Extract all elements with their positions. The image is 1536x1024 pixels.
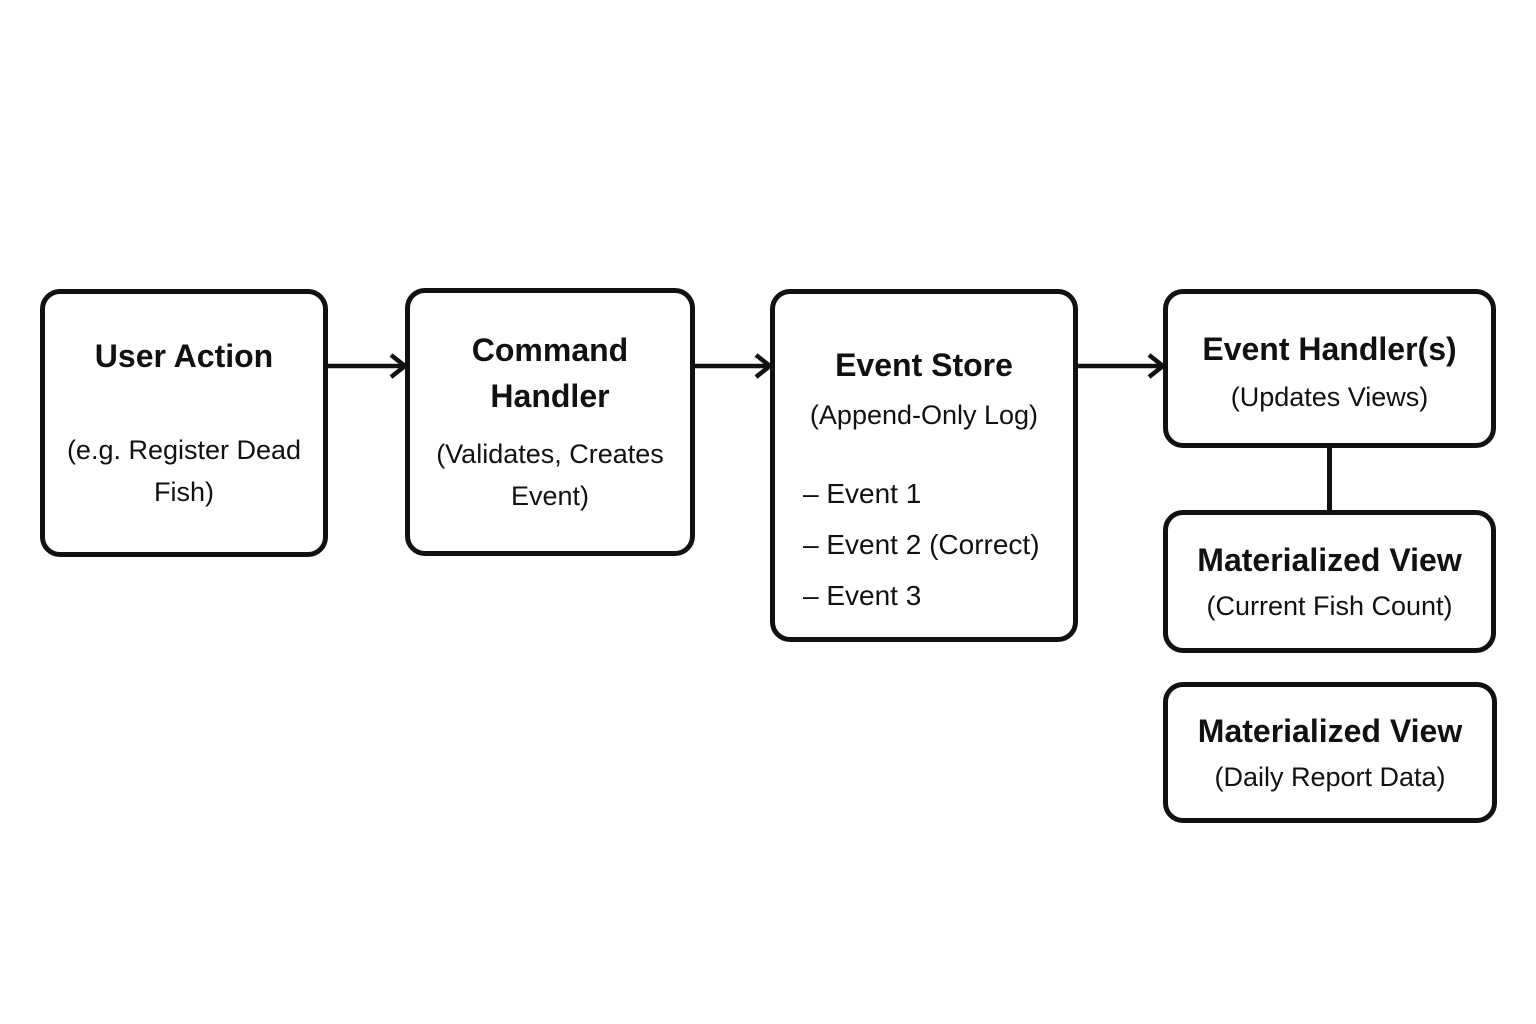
- node-command-handler-title: Command Handler: [471, 332, 629, 414]
- event-list-item: – Event 3: [803, 580, 922, 611]
- node-materialized-view-report-subtitle: (Daily Report Data): [1214, 761, 1446, 792]
- node-event-store-title: Event Store: [835, 347, 1013, 383]
- arrow-store-to-handlers: [1077, 353, 1167, 379]
- event-list-item: – Event 1: [803, 478, 922, 509]
- node-materialized-view-report: Materialized View (Daily Report Data): [1163, 682, 1497, 823]
- node-event-handlers-title: Event Handler(s): [1202, 330, 1457, 367]
- node-user-action-subtitle: (e.g. Register Dead Fish): [66, 435, 302, 507]
- arrow-command-to-store: [695, 353, 774, 379]
- node-materialized-view-count-subtitle: (Current Fish Count): [1206, 590, 1453, 621]
- node-user-action-title: User Action: [94, 338, 274, 374]
- connector-handlers-to-view: [1327, 447, 1332, 511]
- node-user-action: User Action (e.g. Register Dead Fish): [40, 289, 328, 557]
- node-event-handlers: Event Handler(s) (Updates Views): [1163, 289, 1496, 448]
- node-command-handler: Command Handler (Validates, Creates Even…: [405, 288, 695, 556]
- node-event-store-subtitle: (Append-Only Log): [809, 400, 1039, 430]
- node-materialized-view-report-title: Materialized View: [1197, 712, 1463, 749]
- node-materialized-view-count-title: Materialized View: [1197, 541, 1462, 578]
- node-materialized-view-count: Materialized View (Current Fish Count): [1163, 510, 1496, 653]
- node-event-store: Event Store (Append-Only Log) – Event 1 …: [770, 289, 1078, 642]
- event-list-item: – Event 2 (Correct): [803, 529, 1040, 560]
- arrow-user-to-command: [328, 353, 409, 379]
- event-list: – Event 1 – Event 2 (Correct) – Event 3: [775, 468, 1073, 621]
- node-event-handlers-subtitle: (Updates Views): [1230, 381, 1429, 412]
- node-command-handler-subtitle: (Validates, Creates Event): [436, 439, 664, 511]
